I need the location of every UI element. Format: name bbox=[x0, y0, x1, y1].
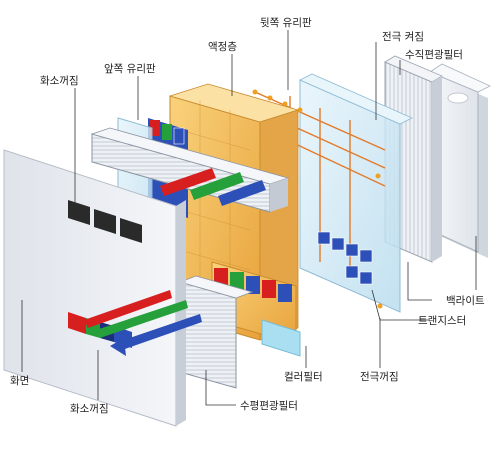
light-beams-bottom bbox=[84, 290, 202, 356]
label-electrode-on: 전극 켜짐 bbox=[382, 31, 424, 43]
screen-panel bbox=[3, 149, 186, 427]
label-rear-glass: 뒷쪽 유리판 bbox=[260, 16, 312, 29]
horizontal-polarizer-top bbox=[90, 127, 290, 213]
label-pixel-off-top: 화소꺼짐 bbox=[40, 75, 79, 87]
label-front-glass: 앞쪽 유리판 bbox=[104, 63, 156, 75]
light-beams-top bbox=[160, 168, 266, 206]
label-vertical-polarizer: 수직편광필터 bbox=[405, 48, 463, 61]
label-pixel-off-bottom: 화소꺼짐 bbox=[70, 403, 109, 415]
leader-lines bbox=[21, 30, 477, 406]
label-color-filter: 컬러필터 bbox=[284, 370, 323, 383]
color-filter-glass bbox=[261, 319, 301, 357]
label-transistor: 트랜지스터 bbox=[418, 315, 466, 327]
callout-labels: 뒷쪽 유리판 전극 켜짐 수직편광필터 액정층 앞쪽 유리판 화소꺼짐 백라이트… bbox=[10, 16, 485, 415]
pixel-off-cells bbox=[68, 200, 142, 243]
label-liquid-crystal: 액정층 bbox=[208, 41, 237, 53]
label-electrode-off: 전극꺼짐 bbox=[360, 371, 399, 383]
label-backlight: 백라이트 bbox=[446, 295, 485, 307]
label-horizontal-polarizer: 수평편광필터 bbox=[240, 399, 298, 412]
rear-glass-panel bbox=[252, 73, 413, 313]
label-screen: 화면 bbox=[10, 375, 29, 387]
transistor-array bbox=[317, 231, 373, 285]
electrode-pins bbox=[252, 89, 383, 309]
